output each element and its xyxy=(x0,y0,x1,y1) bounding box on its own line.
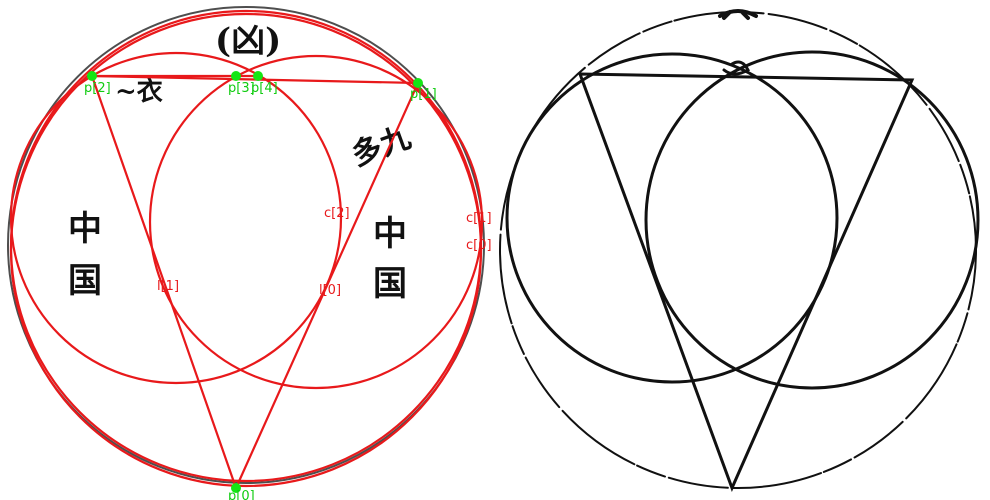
right-circle-right xyxy=(644,50,980,390)
label-l1: l[1] xyxy=(157,279,179,294)
label-l0: l[0] xyxy=(319,283,341,298)
vl-char-0: 中 xyxy=(68,209,102,249)
label-c0: c[0] xyxy=(466,238,492,253)
label-c2: c[2] xyxy=(324,206,350,221)
label-p0: p[0] xyxy=(228,489,255,500)
right-panel xyxy=(499,9,980,493)
overlay-circle-c2 xyxy=(9,51,343,385)
point-p1 xyxy=(413,78,423,88)
right-knot-ornament xyxy=(722,60,750,76)
label-p2: p[2] xyxy=(84,81,111,96)
right-top-ornament xyxy=(718,9,758,20)
vr-char-0: 中 xyxy=(373,214,407,254)
left-original-outer-circle xyxy=(7,6,485,484)
label-c1: c[1] xyxy=(466,211,492,226)
point-p3 xyxy=(231,71,241,81)
point-p0 xyxy=(231,483,241,493)
point-p4 xyxy=(253,71,263,81)
vr-char-1: 国 xyxy=(373,264,407,304)
label-p3: p[3] xyxy=(228,81,255,96)
vertical-text-right: 中国 xyxy=(373,214,407,304)
point-p2 xyxy=(87,71,97,81)
cursive-glyph-left: ~衣 xyxy=(115,76,163,107)
vl-char-1: 国 xyxy=(68,261,102,301)
right-circle-left xyxy=(505,52,839,384)
label-p1: p[1] xyxy=(410,87,437,102)
right-outer-circle xyxy=(499,11,977,489)
detected-points xyxy=(87,71,423,493)
label-p4: p[4] xyxy=(251,81,278,96)
vertical-text-left: 中国 xyxy=(68,209,102,301)
top-glyph: (凶) xyxy=(215,21,281,61)
overlay-circle-c1 xyxy=(148,54,484,390)
right-triangle xyxy=(577,72,915,493)
left-panel: (凶) ~衣 多九 中国 中国 p[2] p[3] p[4] p[ xyxy=(7,6,492,500)
